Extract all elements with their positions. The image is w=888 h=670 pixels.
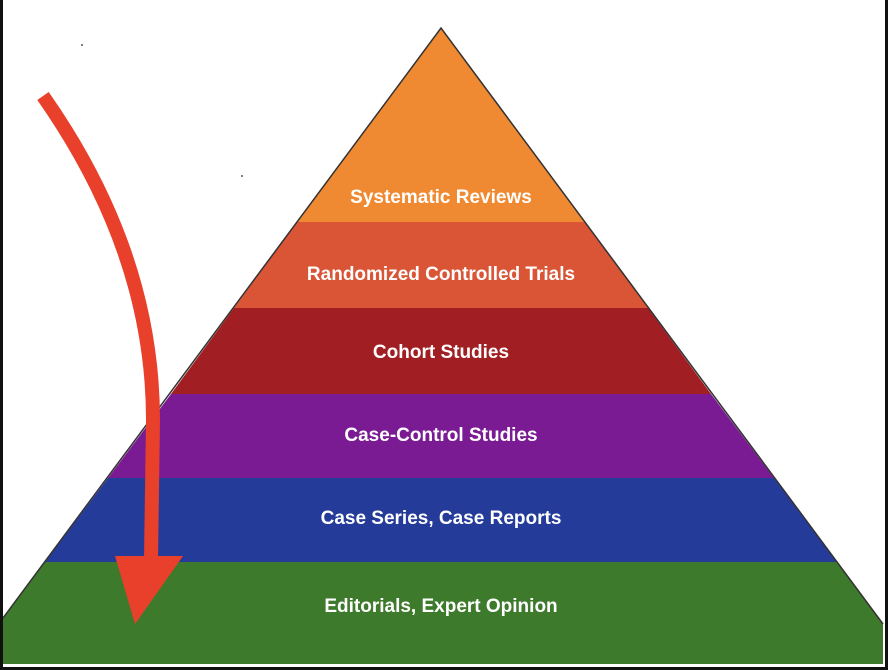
tier-3-cohort-studies bbox=[171, 308, 711, 394]
tier-4-case-control-studies bbox=[108, 394, 774, 478]
down-arrow-shaft bbox=[37, 91, 161, 561]
tier-5-case-series-case-reports bbox=[45, 478, 837, 562]
tier-4-label: Case-Control Studies bbox=[344, 425, 537, 446]
tier-5-label: Case Series, Case Reports bbox=[321, 508, 562, 529]
tier-2-randomized-controlled-trials bbox=[234, 222, 648, 308]
tier-6-label: Editorials, Expert Opinion bbox=[324, 596, 557, 617]
tier-3-label: Cohort Studies bbox=[373, 342, 509, 363]
tier-6-editorials-expert-opinion bbox=[3, 562, 883, 664]
evidence-pyramid-diagram: Systematic Reviews Randomized Controlled… bbox=[3, 26, 884, 664]
down-arrow-head bbox=[115, 556, 183, 624]
tier-1-label: Systematic Reviews bbox=[350, 187, 532, 208]
speck-dot-2 bbox=[241, 175, 243, 177]
speck-dot bbox=[81, 44, 83, 46]
tier-1-systematic-reviews bbox=[297, 28, 585, 222]
tier-2-label: Randomized Controlled Trials bbox=[307, 264, 575, 285]
